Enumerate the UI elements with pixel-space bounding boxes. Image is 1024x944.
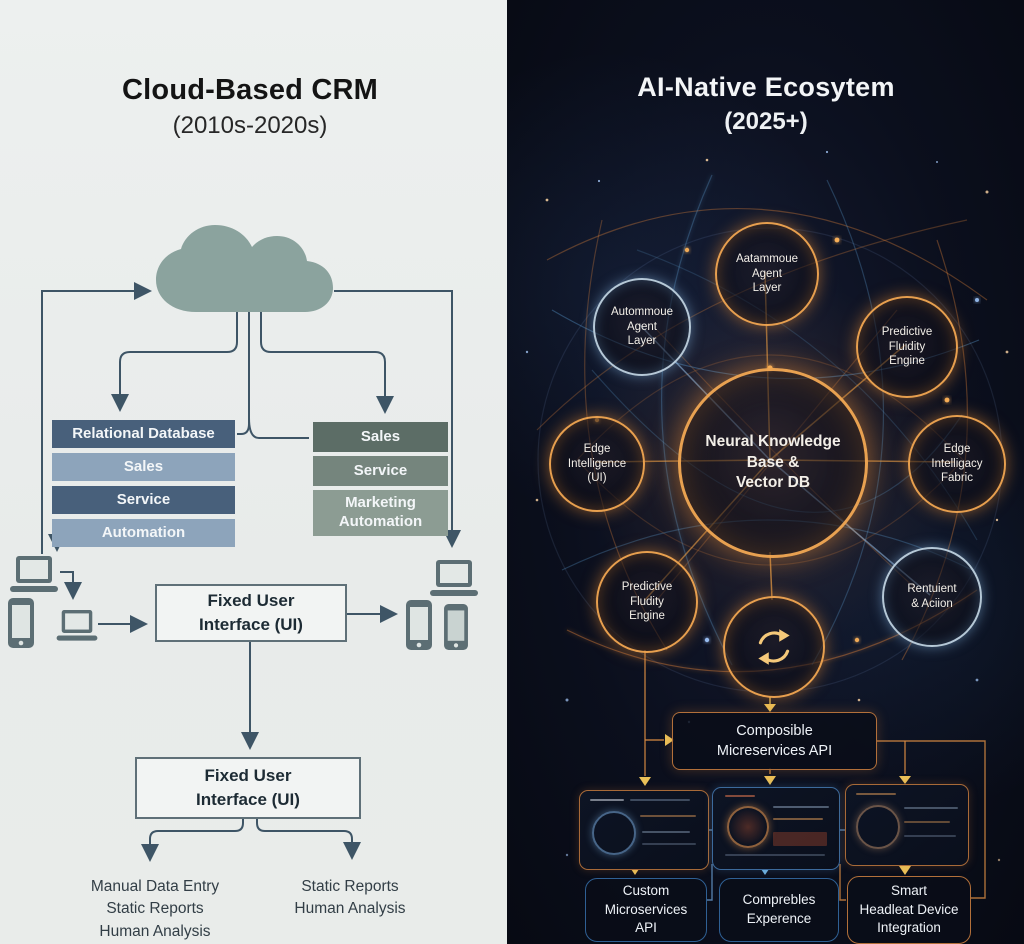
smartphone-icon <box>442 604 470 655</box>
stack-item: Marketing Automation <box>313 490 448 536</box>
crm-suite-stack: Sales Service Marketing Automation <box>313 422 448 536</box>
stack-item: Sales <box>313 422 448 452</box>
ai-native-panel: AI-Native Ecosytem (2025+) Neural Knowle… <box>507 0 1024 944</box>
thumbnail-hud-line <box>856 793 896 795</box>
thumbnail-hud-line <box>773 806 829 808</box>
outcomes-right: Static Reports Human Analysis <box>294 878 406 918</box>
thumbnail-hud-line <box>904 821 950 823</box>
stack-item: Service <box>313 456 448 486</box>
dashboard-thumbnail <box>579 790 709 870</box>
thumbnail-hud-line <box>904 807 958 809</box>
thumbnail-hud-line <box>640 815 696 817</box>
node-sentient-action: Rentuient & Aciion <box>882 547 982 647</box>
flowchart-connectors <box>41 282 461 862</box>
stack-item: Relational Database <box>52 420 235 448</box>
stack-item: Sales <box>52 453 235 481</box>
node-predictive-fluidity-lower: Predictive Fludity Engine <box>596 551 698 653</box>
right-panel-subtitle: (2025+) <box>724 108 808 135</box>
dashboard-thumbnail <box>712 787 840 870</box>
stack-item: Automation <box>52 519 235 547</box>
outcomes-left: Manual Data Entry Static Reports Human A… <box>90 878 220 940</box>
stack-item: Service <box>52 486 235 514</box>
laptop-icon <box>56 610 98 649</box>
thumbnail-hud-line <box>725 854 825 856</box>
thumbnail-hud-line <box>642 831 690 833</box>
thumbnail-hud-line <box>773 832 827 846</box>
composable-api-box: Composible Micreservices API <box>672 712 877 770</box>
bottom-box-custom-api: Custom Microservices API <box>585 878 707 942</box>
bottom-box-device-integration: Smart Headleat Device Integration <box>847 876 971 944</box>
smartphone-icon <box>8 598 34 653</box>
bottom-box-experience: Comprebles Experence <box>719 878 839 942</box>
left-panel-subtitle: (2010s-2020s) <box>172 112 328 139</box>
right-panel-title: AI-Native Ecosytem <box>637 72 895 102</box>
node-agent-layer-left: Autommoue Agent Layer <box>593 278 691 376</box>
fixed-ui-box-bottom: Fixed User Interface (UI) <box>135 757 361 819</box>
thumbnail-hud-line <box>630 799 690 801</box>
laptop-icon <box>430 560 478 605</box>
thumbnail-hud-ring <box>856 805 900 849</box>
thumbnail-hud-line <box>773 818 823 820</box>
thumbnail-hud-line <box>642 843 696 845</box>
thumbnail-hud-line <box>904 835 956 837</box>
node-sync-cycle <box>723 596 825 698</box>
smartphone-icon <box>406 600 432 655</box>
node-edge-intelligence: Edge Intelligence (UI) <box>549 416 645 512</box>
refresh-cycle-icon <box>758 629 790 665</box>
node-predictive-fluidity-upper: Predictive Fluidity Engine <box>856 296 958 398</box>
cloud-icon <box>152 222 337 314</box>
node-agent-layer-top: Aatammoue Agent Layer <box>715 222 819 326</box>
crm-database-stack: Relational Database Sales Service Automa… <box>52 420 235 547</box>
thumbnail-hud-ring <box>727 806 769 848</box>
thumbnail-hud-line <box>725 795 755 797</box>
thumbnail-hud-ring <box>592 811 636 855</box>
left-panel-title: Cloud-Based CRM <box>122 74 378 106</box>
thumbnail-hud-line <box>590 799 624 801</box>
dashboard-thumbnail <box>845 784 969 866</box>
fixed-ui-box-top: Fixed User Interface (UI) <box>155 584 347 642</box>
laptop-icon <box>10 556 58 601</box>
node-edge-fabric: Edge Intelligacy Fabric <box>908 415 1006 513</box>
cloud-crm-panel: Cloud-Based CRM (2010s-2020s) <box>0 0 507 944</box>
node-neural-knowledge-base: Neural Knowledge Base & Vector DB <box>678 368 868 558</box>
